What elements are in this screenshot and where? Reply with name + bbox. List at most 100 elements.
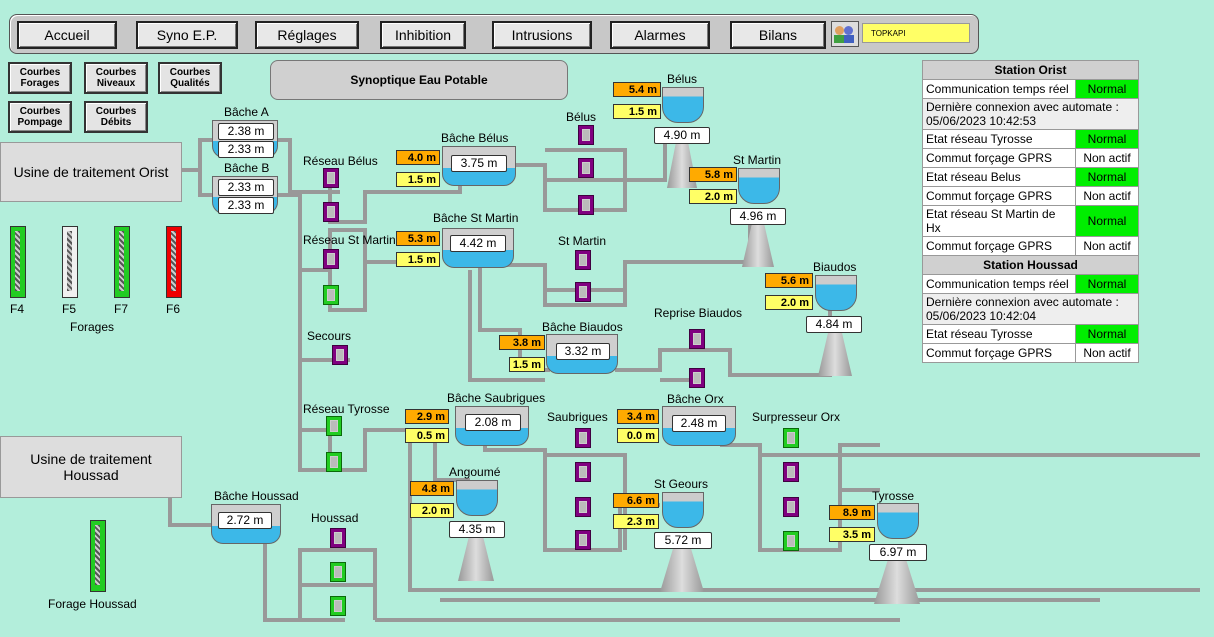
pump-houssad-2[interactable] — [330, 562, 346, 582]
st-geours-value: 5.72 m — [654, 532, 712, 549]
bache-belus-high: 4.0 m — [396, 150, 440, 165]
st-martin-tower-label: St Martin — [733, 153, 782, 167]
pump-st-martin-1[interactable] — [323, 249, 339, 269]
bache-saubrigues-value: 2.08 m — [465, 414, 521, 431]
st-martin-pumps-label: St Martin — [558, 234, 607, 248]
main-navbar: Accueil Syno E.P. Réglages Inhibition In… — [9, 14, 979, 54]
nav-intrusions-button[interactable]: Intrusions — [492, 21, 592, 49]
forages-label: Forages — [70, 320, 115, 334]
nav-alarmes-button[interactable]: Alarmes — [610, 21, 710, 49]
pump-belus-a[interactable] — [578, 125, 594, 145]
tyrosse-low: 3.5 m — [829, 527, 875, 542]
reseau-belus-label: Réseau Bélus — [303, 154, 378, 168]
bache-saubrigues-high: 2.9 m — [405, 409, 449, 424]
bache-a-value: 2.38 m — [218, 123, 274, 140]
pump-st-martin-b[interactable] — [575, 282, 591, 302]
nav-inhibition-button[interactable]: Inhibition — [380, 21, 466, 49]
forage-houssad[interactable] — [90, 520, 106, 592]
pump-orx-d[interactable] — [783, 531, 799, 551]
orist-status: Normal — [1075, 205, 1139, 237]
nav-bilans-button[interactable]: Bilans — [730, 21, 826, 49]
pump-belus-b[interactable] — [578, 158, 594, 178]
bache-belus-value: 3.75 m — [451, 155, 507, 172]
bache-biaudos-high: 3.8 m — [499, 335, 545, 350]
angoume-tank[interactable] — [456, 480, 498, 516]
pump-st-martin-2[interactable] — [323, 285, 339, 305]
st-martin-low: 2.0 m — [689, 189, 737, 204]
st-martin-tower-tank[interactable] — [738, 168, 780, 204]
tyrosse-tank[interactable] — [877, 503, 919, 539]
pump-st-martin-a[interactable] — [575, 250, 591, 270]
bache-houssad-label: Bâche Houssad — [214, 489, 299, 503]
angoume-value: 4.35 m — [449, 521, 505, 538]
forage-f4[interactable] — [10, 226, 26, 298]
houssad-row-label: Communication temps réel — [922, 274, 1076, 294]
pump-saubrigues-b[interactable] — [575, 462, 591, 482]
forage-f7[interactable] — [114, 226, 130, 298]
tyrosse-high: 8.9 m — [829, 505, 875, 520]
reprise-biaudos-label: Reprise Biaudos — [654, 306, 743, 320]
houssad-last-connection: Dernière connexion avec automate :05/06/… — [922, 293, 1139, 325]
nav-reglages-button[interactable]: Réglages — [255, 21, 359, 49]
biaudos-high: 5.6 m — [765, 273, 813, 288]
nav-syno-button[interactable]: Syno E.P. — [136, 21, 238, 49]
st-geours-low: 2.3 m — [613, 514, 659, 529]
pump-tyrosse-1[interactable] — [326, 416, 342, 436]
forage-f6-label: F6 — [166, 302, 181, 316]
pump-belus-c[interactable] — [578, 195, 594, 215]
pump-saubrigues-a[interactable] — [575, 428, 591, 448]
belus-low: 1.5 m — [613, 104, 661, 119]
st-martin-high: 5.8 m — [689, 167, 737, 182]
secours-label: Secours — [307, 329, 352, 343]
forage-f5-label: F5 — [62, 302, 77, 316]
biaudos-low: 2.0 m — [765, 295, 813, 310]
topkapi-field: TOPKAPI — [862, 23, 970, 43]
pump-orx-a[interactable] — [783, 428, 799, 448]
nav-accueil-button[interactable]: Accueil — [17, 21, 117, 49]
pump-orx-c[interactable] — [783, 497, 799, 517]
users-icon[interactable] — [831, 21, 859, 47]
bache-biaudos-low: 1.5 m — [509, 357, 545, 372]
orist-row-label: Commut forçage GPRS — [922, 236, 1076, 256]
bache-saubrigues-low: 0.5 m — [405, 428, 449, 443]
belus-tower-tank[interactable] — [662, 87, 704, 123]
bache-b-value: 2.33 m — [218, 179, 274, 196]
st-geours-tank[interactable] — [662, 492, 704, 528]
angoume-high: 4.8 m — [410, 481, 454, 496]
pump-saubrigues-c[interactable] — [575, 497, 591, 517]
usine-orist[interactable]: Usine de traitement Orist — [0, 142, 182, 202]
orist-status: Normal — [1075, 129, 1139, 149]
bache-st-martin-label: Bâche St Martin — [433, 211, 519, 225]
pump-reprise-biaudos-2[interactable] — [689, 368, 705, 388]
biaudos-value: 4.84 m — [806, 316, 862, 333]
bache-st-martin-value: 4.42 m — [450, 235, 506, 252]
houssad-label: Houssad — [311, 511, 359, 525]
bache-houssad-value: 2.72 m — [218, 512, 272, 529]
pump-saubrigues-d[interactable] — [575, 530, 591, 550]
pump-houssad-1[interactable] — [330, 528, 346, 548]
belus-tower-label: Bélus — [667, 72, 698, 86]
biaudos-tank[interactable] — [815, 275, 857, 311]
orist-row-label: Commut forçage GPRS — [922, 148, 1076, 168]
forage-f5[interactable] — [62, 226, 78, 298]
forage-f6[interactable] — [166, 226, 182, 298]
pump-tyrosse-2[interactable] — [326, 452, 342, 472]
pump-belus-2[interactable] — [323, 202, 339, 222]
bache-belus-low: 1.5 m — [396, 172, 440, 187]
bache-orx-value: 2.48 m — [672, 415, 726, 432]
pump-orx-b[interactable] — [783, 462, 799, 482]
orist-row-label: Etat réseau St Martin de Hx — [922, 205, 1076, 237]
pump-belus-1[interactable] — [323, 168, 339, 188]
pump-reprise-biaudos-1[interactable] — [689, 329, 705, 349]
pump-houssad-3[interactable] — [330, 596, 346, 616]
pump-secours[interactable] — [332, 345, 348, 365]
saubrigues-label: Saubrigues — [547, 410, 608, 424]
forage-houssad-label: Forage Houssad — [48, 597, 137, 611]
